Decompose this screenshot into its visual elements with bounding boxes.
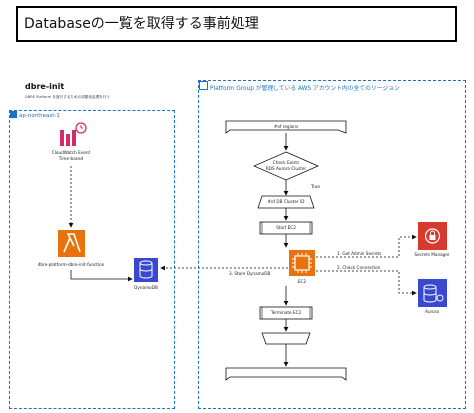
region-group	[9, 110, 175, 409]
lambda-icon	[58, 230, 85, 257]
aurora-icon	[418, 279, 447, 307]
loop-regions-end	[225, 367, 347, 381]
account-group	[198, 80, 466, 409]
edge-label-get-secrets: 1. Get Admin Secrets	[337, 251, 382, 256]
cloudwatch-label-2: Time-based	[58, 156, 84, 161]
loop-regions-label: #of regions	[273, 124, 299, 129]
aurora-label: Aurora	[425, 309, 439, 314]
edge-label-check-connection: 2. Check Connection	[337, 265, 381, 270]
ec2-icon	[289, 250, 315, 276]
secrets-manager-icon	[418, 222, 447, 250]
account-flag-icon	[199, 81, 208, 90]
loop-regions-shape	[225, 120, 347, 134]
dynamodb-label: DynamoDB	[134, 285, 158, 290]
true-label: True	[311, 184, 320, 189]
cloudwatch-icon	[58, 122, 87, 148]
region-label: ap-northeast-1	[19, 113, 60, 119]
loop-clusters-shape	[257, 195, 315, 209]
ec2-label: EC2	[297, 279, 307, 284]
check-label-2: RDS Aurora Cluster	[265, 166, 307, 171]
edge-ec2-secrets	[316, 234, 417, 258]
check-label-1: Check Exists	[272, 160, 300, 165]
dynamodb-icon	[134, 258, 158, 282]
app-description: DBRE Platform を実行するための初期化処理を行う	[25, 95, 110, 99]
lambda-label: dbre-platform-dbre-init-function	[37, 262, 105, 267]
secrets-manager-label: Secrets Manager	[414, 252, 450, 257]
edge-ec2-aurora	[316, 270, 417, 296]
page-title: Databaseの一覧を取得する事前処理	[24, 16, 259, 32]
app-name: dbre-init	[25, 82, 65, 91]
title-box	[16, 6, 457, 42]
start-ec2-label: Start EC2	[276, 225, 296, 230]
loop-clusters-end	[261, 332, 311, 345]
edge-lambda-dynamodb	[70, 270, 133, 282]
account-label: Platform Group が管理している AWS アカウント内の全てのリージ…	[210, 86, 400, 92]
cloudwatch-label-1: CloudWatch Event	[51, 150, 91, 155]
region-flag-icon	[10, 111, 17, 118]
loop-clusters-label: #of DB Cluster ID	[267, 199, 305, 204]
terminate-ec2-label: Terminate EC2	[270, 310, 302, 315]
edge-label-store-dynamodb: 3. Store DynamoDB	[229, 271, 271, 276]
